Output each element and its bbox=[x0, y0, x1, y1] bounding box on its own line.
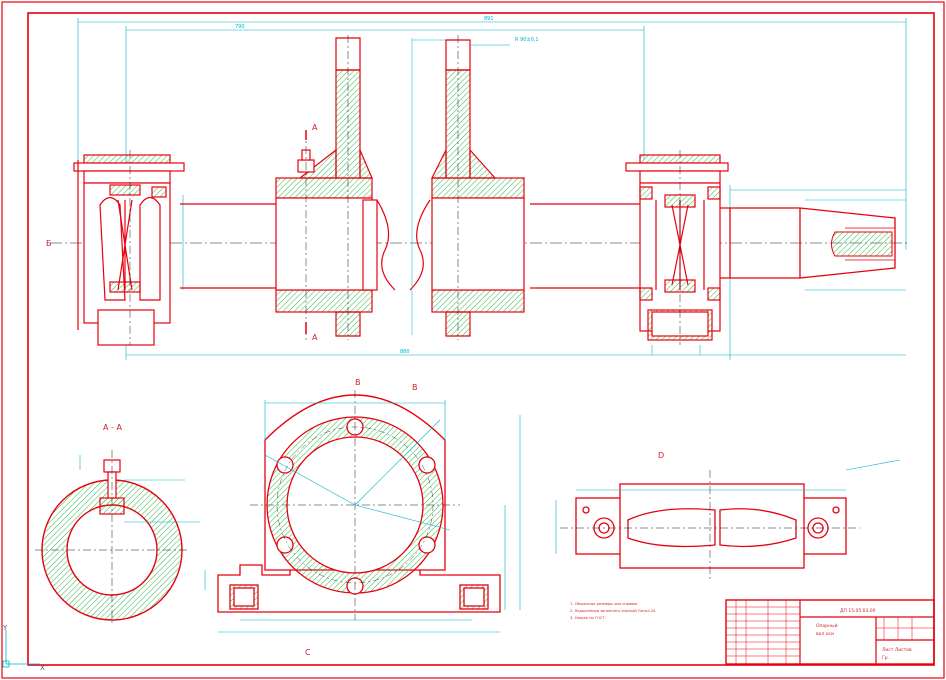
view-b-dimensions bbox=[204, 400, 521, 633]
section-mark-a-top: A bbox=[312, 123, 318, 132]
view-b-housing-front: B B bbox=[204, 378, 521, 657]
view-c-label: C bbox=[305, 648, 311, 657]
title-org: Гр. bbox=[882, 655, 889, 661]
technical-notes: 1. Сборочные размеры для справок. 2. Под… bbox=[570, 602, 656, 620]
view-d-label: D bbox=[658, 451, 664, 460]
centerline-mark: Б bbox=[46, 239, 52, 248]
ucs-axis-icon bbox=[2, 630, 40, 668]
section-a-a-view: A - A bbox=[35, 423, 200, 625]
right-hub bbox=[409, 39, 525, 337]
note-1: 1. Сборочные размеры для справок. bbox=[570, 602, 639, 606]
dim-lever: R 90±0,1 bbox=[515, 37, 539, 43]
note-3: 3. Сварка по ГОСТ. bbox=[570, 616, 606, 620]
title-line2: вал оси bbox=[816, 632, 834, 637]
dim-overall: 891 bbox=[484, 16, 494, 22]
shaft-end-hole bbox=[831, 231, 893, 257]
title-line1: Опорный bbox=[816, 622, 838, 629]
axis-y-label: Y bbox=[2, 624, 8, 632]
view-d-top-view: D bbox=[555, 451, 901, 580]
title-sheet-info: Лист Листов bbox=[882, 647, 912, 653]
left-bearing-housing bbox=[73, 154, 185, 346]
right-bearing-housing bbox=[625, 154, 729, 341]
title-designation: ДП 15.05.03.00 bbox=[840, 608, 876, 614]
axis-x-label: X bbox=[40, 664, 45, 672]
view-b-side-label: B bbox=[412, 383, 418, 392]
title-block bbox=[725, 599, 935, 665]
main-assembly-view: 891 790 880 R 90±0,1 Б bbox=[46, 16, 910, 360]
section-a-a-title: A - A bbox=[103, 423, 122, 432]
note-2: 2. Подшипники заполнить смазкой Литол-24 bbox=[570, 609, 656, 613]
section-mark-a-bottom: A bbox=[312, 333, 318, 342]
dim-bearing-span: 790 bbox=[235, 24, 245, 30]
view-b-label: B bbox=[355, 378, 361, 387]
dim-bottom: 880 bbox=[400, 349, 410, 355]
shaft bbox=[180, 203, 896, 289]
top-dimensions bbox=[77, 18, 907, 360]
left-hub bbox=[275, 37, 396, 337]
